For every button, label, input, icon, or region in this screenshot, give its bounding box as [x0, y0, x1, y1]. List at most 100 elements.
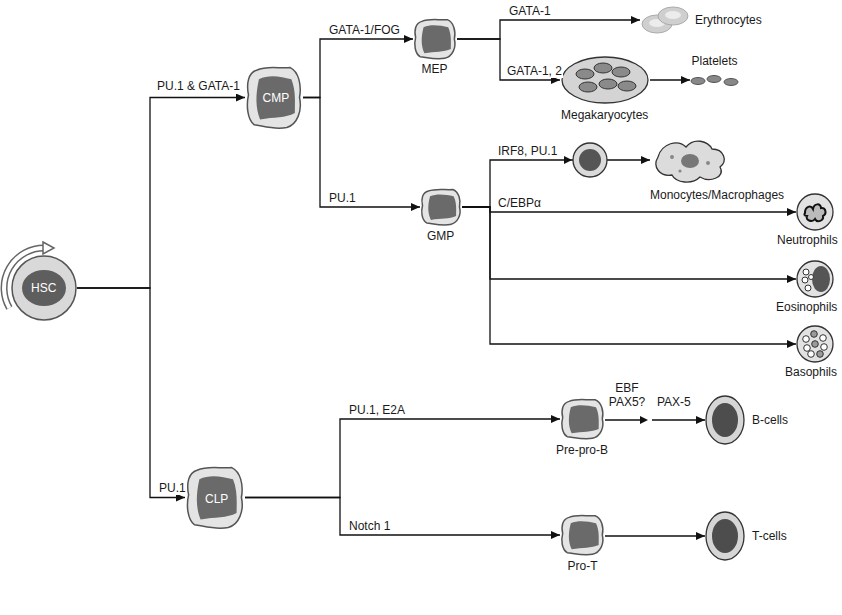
cell-label: Erythrocytes	[695, 13, 762, 27]
megakaryocyte-nucleus	[579, 82, 597, 92]
platelet-node: Platelets	[690, 54, 740, 88]
granule	[812, 341, 819, 348]
cell-membrane	[187, 467, 242, 528]
factor-label: GATA-1, 2	[506, 64, 563, 78]
eosinophil-nucleus	[812, 266, 830, 292]
arrow-connector	[303, 98, 420, 208]
granule	[670, 155, 674, 159]
granule	[706, 161, 710, 165]
granule	[820, 335, 827, 342]
cell-label: HSC	[31, 281, 56, 295]
cell-label: Monocytes/Macrophages	[650, 188, 784, 202]
self-renewal-arrowhead	[43, 242, 54, 254]
stem-cell-node: HSC	[11, 255, 77, 321]
progenitor-cell-node: GMP	[420, 188, 462, 243]
cell-illustration	[560, 55, 650, 105]
cell-nucleus	[569, 521, 599, 549]
granule	[803, 336, 810, 343]
arrow-connector	[650, 79, 690, 80]
platelet	[724, 79, 738, 86]
eosinophil-body	[797, 261, 833, 297]
arrow-connector	[77, 288, 185, 498]
progenitor-cell-node: CMP	[245, 65, 303, 130]
factor-label: EBF PAX5?	[604, 381, 650, 409]
cell-illustration	[420, 188, 462, 226]
cell-label: MEP	[422, 62, 448, 76]
cell-label: CLP	[205, 492, 228, 506]
arrow-connector	[245, 498, 560, 536]
lymphocyte-node: B-cells	[705, 395, 789, 445]
platelet	[707, 76, 721, 83]
cell-label: Eosinophils	[776, 300, 837, 314]
cell-label: Pro-T	[568, 559, 598, 573]
neutrophil-node: Neutrophils	[777, 193, 838, 247]
arrow-connector	[462, 207, 796, 279]
arrow-connector	[77, 98, 245, 289]
arrow-connector	[462, 160, 650, 207]
cell-body	[12, 256, 76, 320]
cell-nucleus	[256, 76, 295, 119]
cell-nucleus	[569, 405, 599, 433]
factor-label: PU.1	[328, 191, 357, 205]
lymphocyte-nucleus	[712, 403, 738, 437]
factor-label: C/EBPα	[497, 196, 542, 210]
lymphocyte-body	[706, 512, 744, 560]
cell-illustration	[650, 135, 730, 185]
factor-label: PU.1	[158, 481, 187, 495]
cell-label: Platelets	[692, 54, 738, 68]
arrow-connector	[605, 419, 705, 420]
granule	[805, 285, 811, 291]
cell-label: B-cells	[752, 413, 788, 427]
megakaryocyte-node: Megakaryocytes	[560, 55, 650, 122]
monocyte-precursor-cell	[573, 143, 607, 177]
granule	[808, 351, 815, 358]
cell-label: Pre-pro-B	[556, 443, 608, 457]
cell-membrane	[562, 516, 603, 555]
megakaryocyte-body	[562, 57, 648, 103]
lymphocyte-node: T-cells	[705, 511, 787, 561]
cell-illustration	[796, 193, 834, 231]
granule	[809, 275, 814, 280]
platelet	[691, 78, 705, 85]
cell-nucleus	[422, 25, 451, 53]
lymphocyte-nucleus	[712, 519, 738, 553]
monocyte-precursor-nucleus	[579, 149, 601, 171]
arrow-connector	[605, 535, 705, 536]
arrow-connector	[245, 419, 560, 498]
factor-label: GATA-1/FOG	[328, 23, 401, 37]
erythrocyte-node: Erythrocytes	[640, 4, 762, 36]
progenitor-cell-node: Pre-pro-B	[556, 398, 609, 457]
cell-illustration	[705, 395, 745, 445]
granule	[803, 269, 809, 275]
erythrocyte-center	[665, 11, 681, 19]
arrowhead	[564, 156, 572, 164]
neutrophil-nucleus	[804, 204, 825, 221]
cell-membrane	[422, 189, 460, 225]
cell-label: Basophils	[785, 365, 837, 379]
granule	[804, 345, 811, 352]
cell-illustration	[413, 18, 457, 60]
progenitor-cell-node: Pro-T	[560, 514, 605, 573]
erythrocyte	[658, 7, 688, 25]
cell-label: T-cells	[752, 529, 787, 543]
granule	[802, 277, 808, 283]
macrophage-body	[656, 141, 724, 182]
granule	[678, 169, 681, 172]
basophil-node: Basophils	[785, 325, 838, 379]
arrow-connector	[462, 207, 796, 344]
arrowhead	[640, 416, 648, 424]
cell-illustration	[796, 325, 834, 363]
megakaryocyte-nucleus	[599, 79, 617, 89]
megakaryocyte-nucleus	[594, 63, 612, 73]
granule	[821, 344, 828, 351]
macrophage-nucleus	[681, 154, 699, 168]
cell-illustration	[640, 4, 690, 36]
cell-nucleus	[22, 270, 66, 306]
granule	[811, 331, 818, 338]
cell-label: Megakaryocytes	[561, 108, 648, 122]
arrow-connector	[303, 39, 413, 98]
arrow-connector	[457, 20, 640, 39]
megakaryocyte-nucleus	[618, 81, 636, 91]
factor-label: GATA-1	[508, 4, 552, 18]
